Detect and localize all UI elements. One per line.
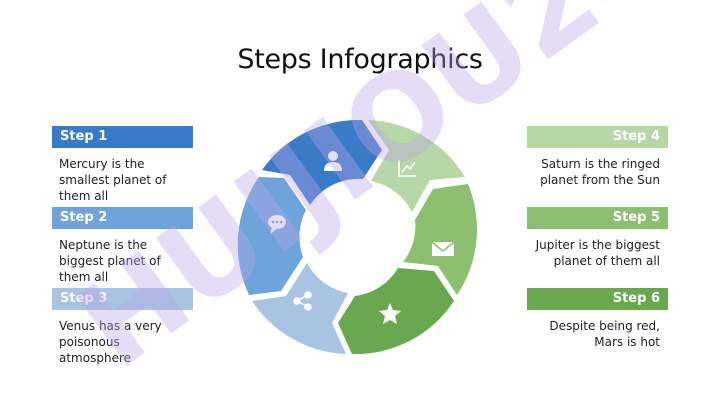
share-icon — [293, 291, 312, 311]
chat-icon — [268, 215, 286, 234]
segment-step-3 — [252, 263, 348, 354]
step-4-text: Saturn is the ringed planet from the Sun — [540, 157, 660, 187]
step-4-label: Step 4 — [527, 126, 668, 148]
step-3-text: Venus has a very poisonous atmosphere — [59, 319, 162, 365]
user-icon — [324, 151, 342, 171]
step-2-text: Neptune is the biggest planet of them al… — [59, 238, 161, 284]
segment-step-5 — [403, 184, 478, 295]
step-1-text: Mercury is the smallest planet of them a… — [59, 157, 167, 203]
segment-step-1 — [262, 119, 382, 205]
step-5-label: Step 5 — [527, 207, 668, 229]
step-6-text: Despite being red, Mars is hot — [549, 319, 660, 349]
segment-step-4 — [368, 120, 465, 212]
segment-step-2 — [237, 177, 306, 295]
mail-icon — [431, 241, 455, 256]
step-1-label: Step 1 — [52, 126, 193, 148]
ring-segments — [237, 119, 478, 355]
step-3-label: Step 3 — [52, 288, 193, 310]
step-5-text: Jupiter is the biggest planet of them al… — [535, 238, 660, 268]
step-6-label: Step 6 — [527, 288, 668, 310]
chart-icon — [398, 160, 416, 177]
star-icon — [379, 303, 401, 324]
page-title: Steps Infographics — [237, 44, 483, 75]
step-2-label: Step 2 — [52, 207, 193, 229]
